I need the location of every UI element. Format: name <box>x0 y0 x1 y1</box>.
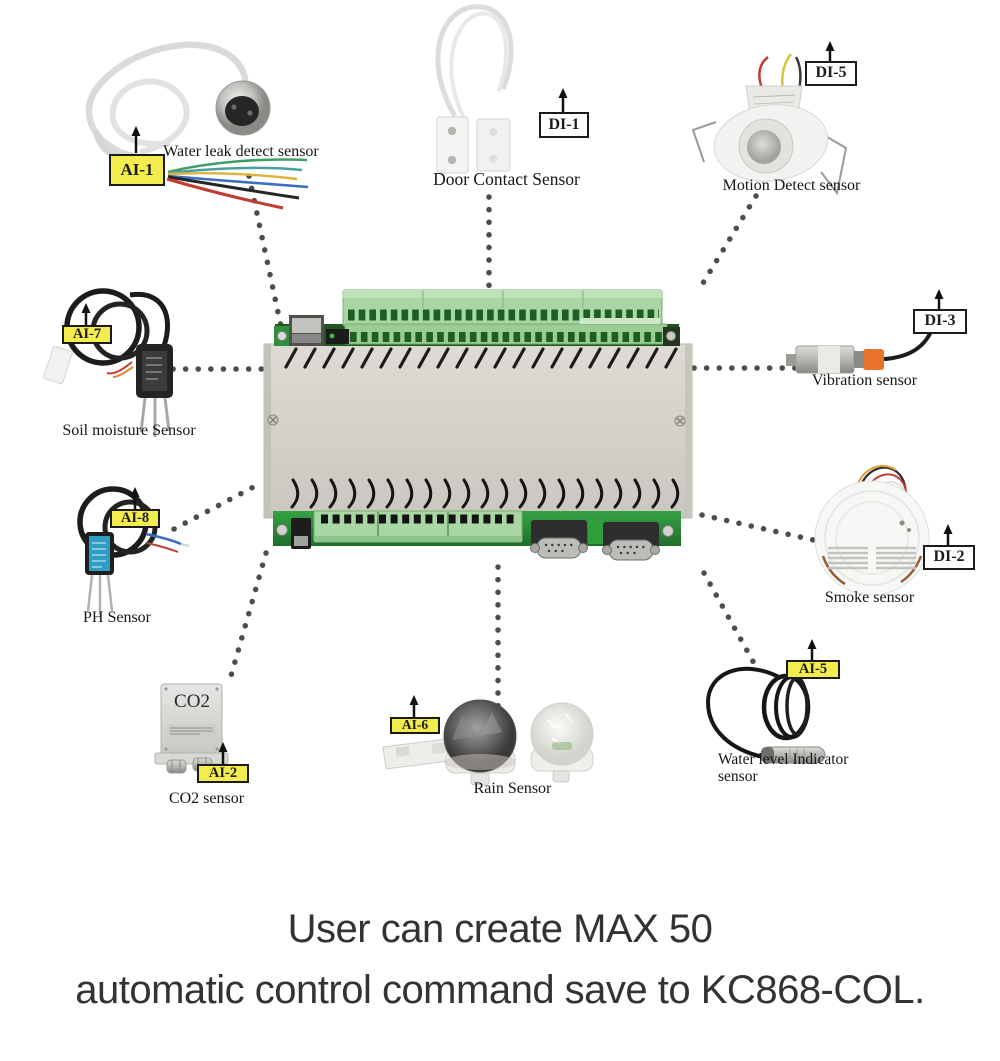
dotted-line-water-level <box>701 570 758 668</box>
channel-tag-di-2: DI-2 <box>923 545 975 570</box>
channel-tag-ai-8: AI-8 <box>110 509 160 528</box>
co2-sensor-image <box>154 683 229 774</box>
water-leak-sensor-image <box>85 41 309 210</box>
sensor-label-smoke: Smoke sensor <box>824 589 915 606</box>
rain-sensor-image <box>382 699 594 786</box>
pcb-screw-left <box>276 524 288 536</box>
ethernet-port <box>289 315 324 346</box>
channel-tag-ai-6: AI-6 <box>390 717 440 734</box>
arrow-di-2 <box>943 524 953 545</box>
channel-tag-di-1: DI-1 <box>539 112 589 138</box>
channel-tag-ai-7: AI-7 <box>62 325 112 344</box>
sensor-label-vibration: Vibration sensor <box>811 372 918 389</box>
arrow-ai-6 <box>409 695 419 717</box>
usb-port <box>291 518 311 549</box>
channel-tag-di-3: DI-3 <box>913 309 967 334</box>
arrow-di-3 <box>934 289 944 309</box>
tag-arrows <box>81 41 953 764</box>
channel-tag-di-5: DI-5 <box>805 61 857 86</box>
bottom-vent-slots <box>290 478 680 509</box>
smoke-sensor-image <box>814 464 930 596</box>
vibration-connector <box>863 349 884 370</box>
sensor-label-soil: Soil moisture Sensor <box>62 422 196 439</box>
water-leak-wires <box>166 158 309 210</box>
rain-dome-clear <box>530 702 594 766</box>
channel-tag-ai-1: AI-1 <box>109 154 165 186</box>
motion-sensor-image <box>691 53 848 196</box>
pcb-screw-right <box>662 525 674 537</box>
co2-device-text: CO2 <box>174 691 210 712</box>
dotted-line-water-leak <box>246 173 285 334</box>
sensor-label-motion: Motion Detect sensor <box>722 177 861 194</box>
dotted-line-ph <box>171 480 264 532</box>
db9-port-1 <box>530 520 588 559</box>
dotted-line-smoke <box>699 512 821 544</box>
arrow-ai-1 <box>131 126 141 153</box>
soil-moisture-sensor-image <box>43 288 173 437</box>
controller-image <box>263 289 693 561</box>
sensor-label-co2: CO2 sensor <box>168 790 245 807</box>
dotted-line-motion <box>697 193 759 291</box>
arrow-di-1 <box>558 88 568 112</box>
dotted-line-co2 <box>226 550 269 686</box>
smoke-sensor-body <box>814 480 930 596</box>
sensor-label-ph: PH Sensor <box>82 609 151 626</box>
water-level-sensor-image <box>705 666 826 764</box>
arrow-di-5 <box>825 41 835 61</box>
sensor-label-water-level: Water level Indicator sensor <box>718 751 849 785</box>
caption: User can create MAX 50 automatic control… <box>0 899 1000 1021</box>
sensor-label-rain: Rain Sensor <box>473 780 552 797</box>
channel-tag-ai-2: AI-2 <box>197 764 249 783</box>
pir-dome <box>747 130 781 164</box>
sensor-label-door-contact: Door Contact Sensor <box>433 169 580 189</box>
top-vent-slots <box>284 347 678 369</box>
arrow-ai-5 <box>807 639 817 660</box>
caption-line-2: automatic control command save to KC868-… <box>75 968 925 1012</box>
arrow-ai-8 <box>130 487 140 509</box>
sensor-label-water-leak: Water leak detect sensor <box>163 143 319 160</box>
arrow-ai-7 <box>81 303 91 325</box>
channel-tag-ai-5: AI-5 <box>786 660 840 679</box>
caption-line-1: User can create MAX 50 <box>287 907 713 951</box>
arrow-ai-2 <box>218 742 228 764</box>
door-contact-sensor-image <box>435 4 514 174</box>
db9-port-2 <box>602 522 660 561</box>
